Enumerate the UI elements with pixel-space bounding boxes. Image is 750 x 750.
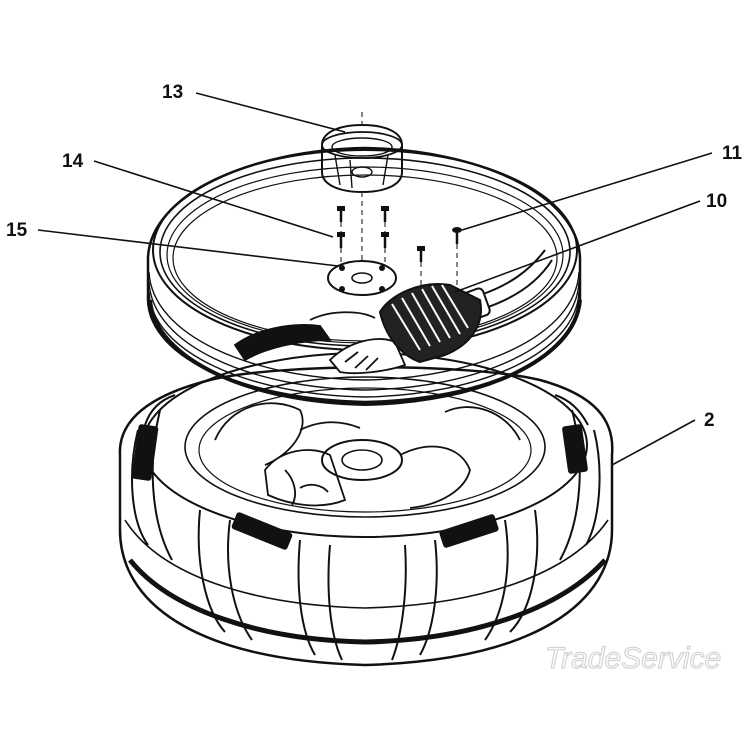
plate-part-15	[327, 260, 397, 296]
base-center-hub	[321, 439, 403, 481]
cap-part-13	[321, 123, 403, 194]
callout-15: 15	[6, 220, 28, 241]
screws-part-11	[417, 227, 462, 262]
callout-10: 10	[706, 191, 727, 212]
valve-assembly	[378, 283, 482, 364]
upper-ring-housing	[146, 146, 582, 407]
callout-14: 14	[62, 151, 84, 172]
nameplate-front-right	[439, 514, 499, 548]
screws-part-14	[337, 206, 389, 248]
leader-lines	[37, 92, 713, 466]
callout-13: 13	[162, 82, 183, 103]
callout-11: 11	[722, 143, 743, 164]
base-housing	[118, 352, 614, 667]
assembly-axes	[340, 112, 458, 290]
nameplate-front-left	[231, 512, 293, 550]
watermark: TradeService	[545, 642, 721, 675]
nameplate-right	[562, 424, 588, 474]
nameplate-left	[131, 424, 159, 481]
callout-2: 2	[704, 410, 715, 431]
